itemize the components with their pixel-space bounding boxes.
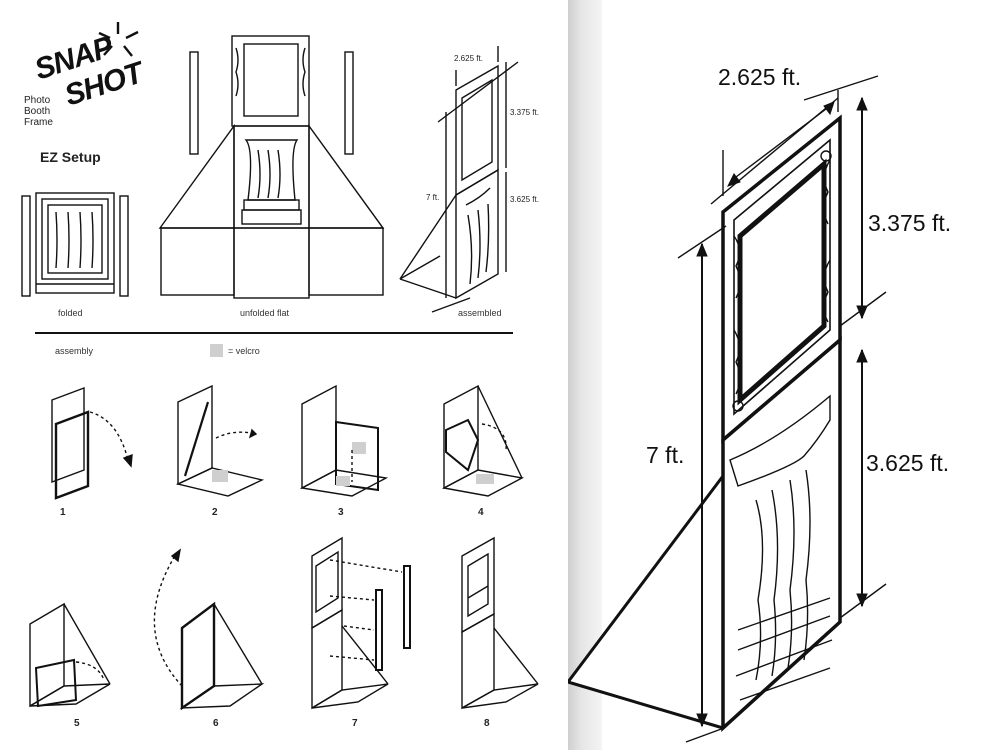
assembled-large-diagram [568, 75, 887, 743]
step-8-diagram [461, 536, 539, 710]
step-2-diagram [175, 384, 265, 497]
caption-unfolded: unfolded flat [240, 308, 290, 318]
step-5-diagram [29, 602, 111, 708]
large-dim-top: 3.375 ft. [868, 210, 952, 236]
logo-sub-booth: Booth [24, 106, 51, 117]
logo-sub-frame: Frame [24, 117, 53, 128]
large-dim-bottom: 3.625 ft. [866, 450, 950, 476]
small-dim-bottom: 3.625 ft. [510, 195, 539, 204]
left-diagram [21, 22, 539, 711]
assembled-diagram [399, 46, 519, 313]
unfolded-diagram [158, 35, 385, 299]
small-dim-width: 2.625 ft. [454, 54, 483, 63]
step-5-label: 5 [74, 718, 80, 729]
step-3-label: 3 [338, 507, 344, 518]
step-1-label: 1 [60, 507, 66, 518]
step-7-label: 7 [352, 718, 358, 729]
caption-assembled: assembled [458, 308, 502, 318]
step-1-diagram [51, 386, 133, 500]
step-2-label: 2 [212, 507, 218, 518]
step-3-diagram [299, 384, 389, 497]
step-8-label: 8 [484, 718, 490, 729]
small-dim-top: 3.375 ft. [510, 108, 539, 117]
step-4-label: 4 [478, 507, 484, 518]
ez-setup-heading: EZ Setup [40, 149, 101, 165]
assembly-label: assembly [55, 346, 94, 356]
velcro-legend: = velcro [228, 346, 260, 356]
step-7-diagram [311, 536, 411, 710]
logo-sub-photo: Photo [24, 95, 51, 106]
step-4-diagram [441, 384, 525, 497]
caption-folded: folded [58, 308, 83, 318]
step-6-diagram [153, 548, 265, 711]
small-dim-height: 7 ft. [426, 193, 440, 202]
large-dim-height: 7 ft. [646, 442, 685, 468]
logo-burst-icon [98, 22, 139, 57]
page-gutter [568, 0, 602, 750]
folded-diagram [21, 192, 129, 297]
large-dim-width: 2.625 ft. [718, 64, 802, 90]
step-6-label: 6 [213, 718, 219, 729]
velcro-swatch [210, 344, 223, 357]
